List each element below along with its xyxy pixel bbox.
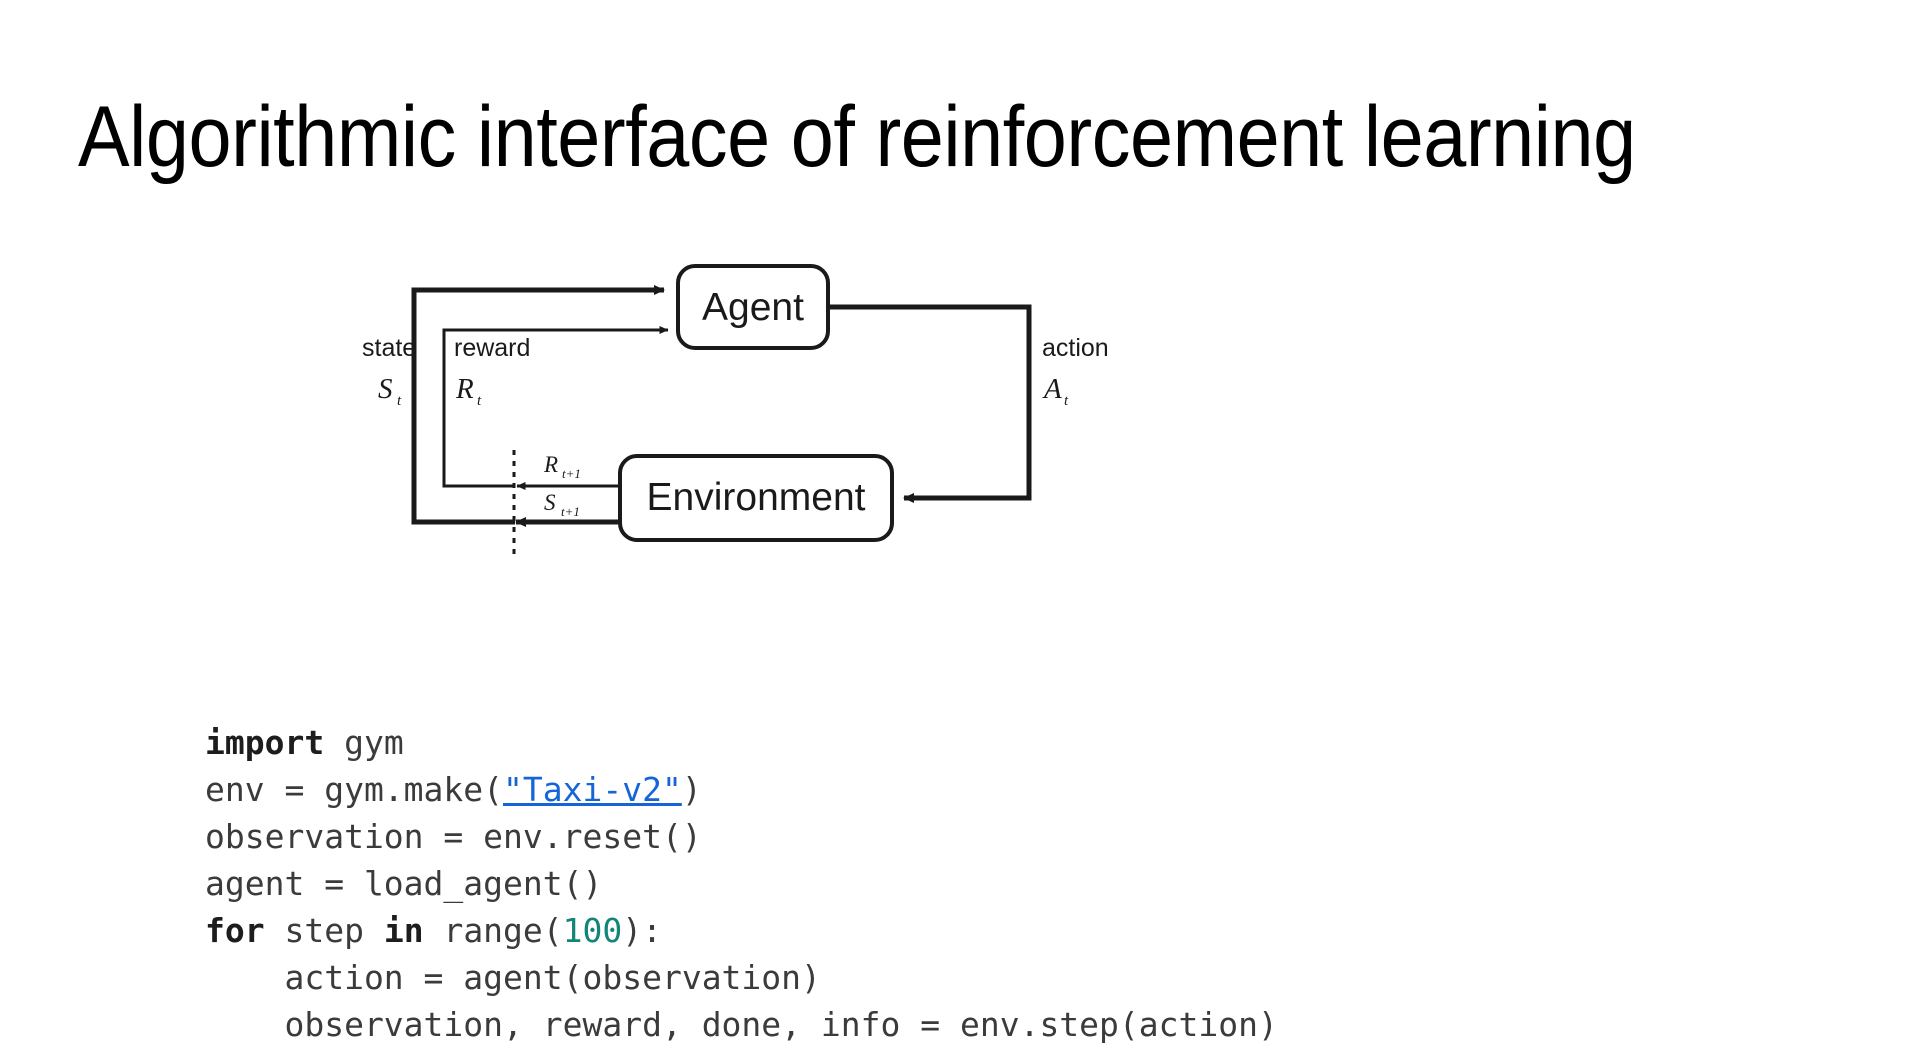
code-text-token: observation, reward, done, info = env.st… [205, 1005, 1278, 1044]
state-label: state [362, 334, 416, 362]
state-edge [411, 285, 665, 525]
state-next-symbol: S [544, 490, 556, 515]
code-line: for step in range(100): [205, 907, 1278, 954]
state-next-label-group: S t+1 [544, 490, 580, 519]
page-title: Algorithmic interface of reinforcement l… [78, 88, 1636, 185]
code-text-token: action = agent(observation) [205, 958, 821, 997]
code-text-token: ): [622, 911, 663, 950]
code-line: action = agent(observation) [205, 954, 1278, 1001]
code-keyword-token: for [205, 911, 265, 950]
action-label-group: action A t [1042, 334, 1109, 409]
code-line: env = gym.make("Taxi-v2") [205, 766, 1278, 813]
code-line: observation, reward, done, info = env.st… [205, 1001, 1278, 1048]
code-text-token: agent = load_agent() [205, 864, 603, 903]
code-number-token: 100 [562, 911, 623, 950]
reward-label-group: reward R t [454, 334, 530, 409]
state-next-subscript: t+1 [561, 504, 580, 519]
action-symbol-subscript: t [1064, 393, 1069, 409]
state-symbol-subscript: t [397, 393, 402, 409]
reward-next-symbol: R [543, 452, 558, 477]
code-line: import gym [205, 719, 1278, 766]
agent-label: Agent [702, 286, 804, 329]
code-text-token: observation = env.reset() [205, 817, 702, 856]
reward-next-subscript: t+1 [562, 466, 581, 481]
environment-node: Environment [618, 454, 894, 542]
code-keyword-token: in [383, 911, 424, 950]
state-label-group: state S t [362, 334, 416, 409]
rl-loop-diagram: Agent Environment state S t reward R [362, 258, 1292, 578]
code-keyword-token: import [205, 723, 325, 762]
action-symbol: A [1042, 373, 1062, 405]
reward-label: reward [454, 334, 530, 362]
rl-loop-svg: Agent Environment state S t reward R [362, 264, 1109, 558]
environment-label: Environment [647, 476, 866, 519]
reward-symbol: R [455, 373, 474, 405]
reward-next-label-group: R t+1 [543, 452, 581, 481]
code-text-token: env = gym.make( [205, 770, 504, 809]
code-text-token: gym [324, 723, 404, 762]
code-text-token: range( [423, 911, 563, 950]
agent-node: Agent [676, 264, 830, 350]
reward-edge [442, 326, 669, 488]
code-line: observation = env.reset() [205, 813, 1278, 860]
code-text-token: step [264, 911, 384, 950]
action-label: action [1042, 334, 1109, 362]
code-link-token[interactable]: "Taxi-v2" [503, 770, 682, 809]
code-text-token: ) [681, 770, 702, 809]
action-edge [828, 304, 1032, 503]
reward-symbol-subscript: t [477, 393, 482, 409]
code-line: agent = load_agent() [205, 860, 1278, 907]
state-symbol: S [378, 373, 393, 405]
environment-box [618, 454, 894, 542]
